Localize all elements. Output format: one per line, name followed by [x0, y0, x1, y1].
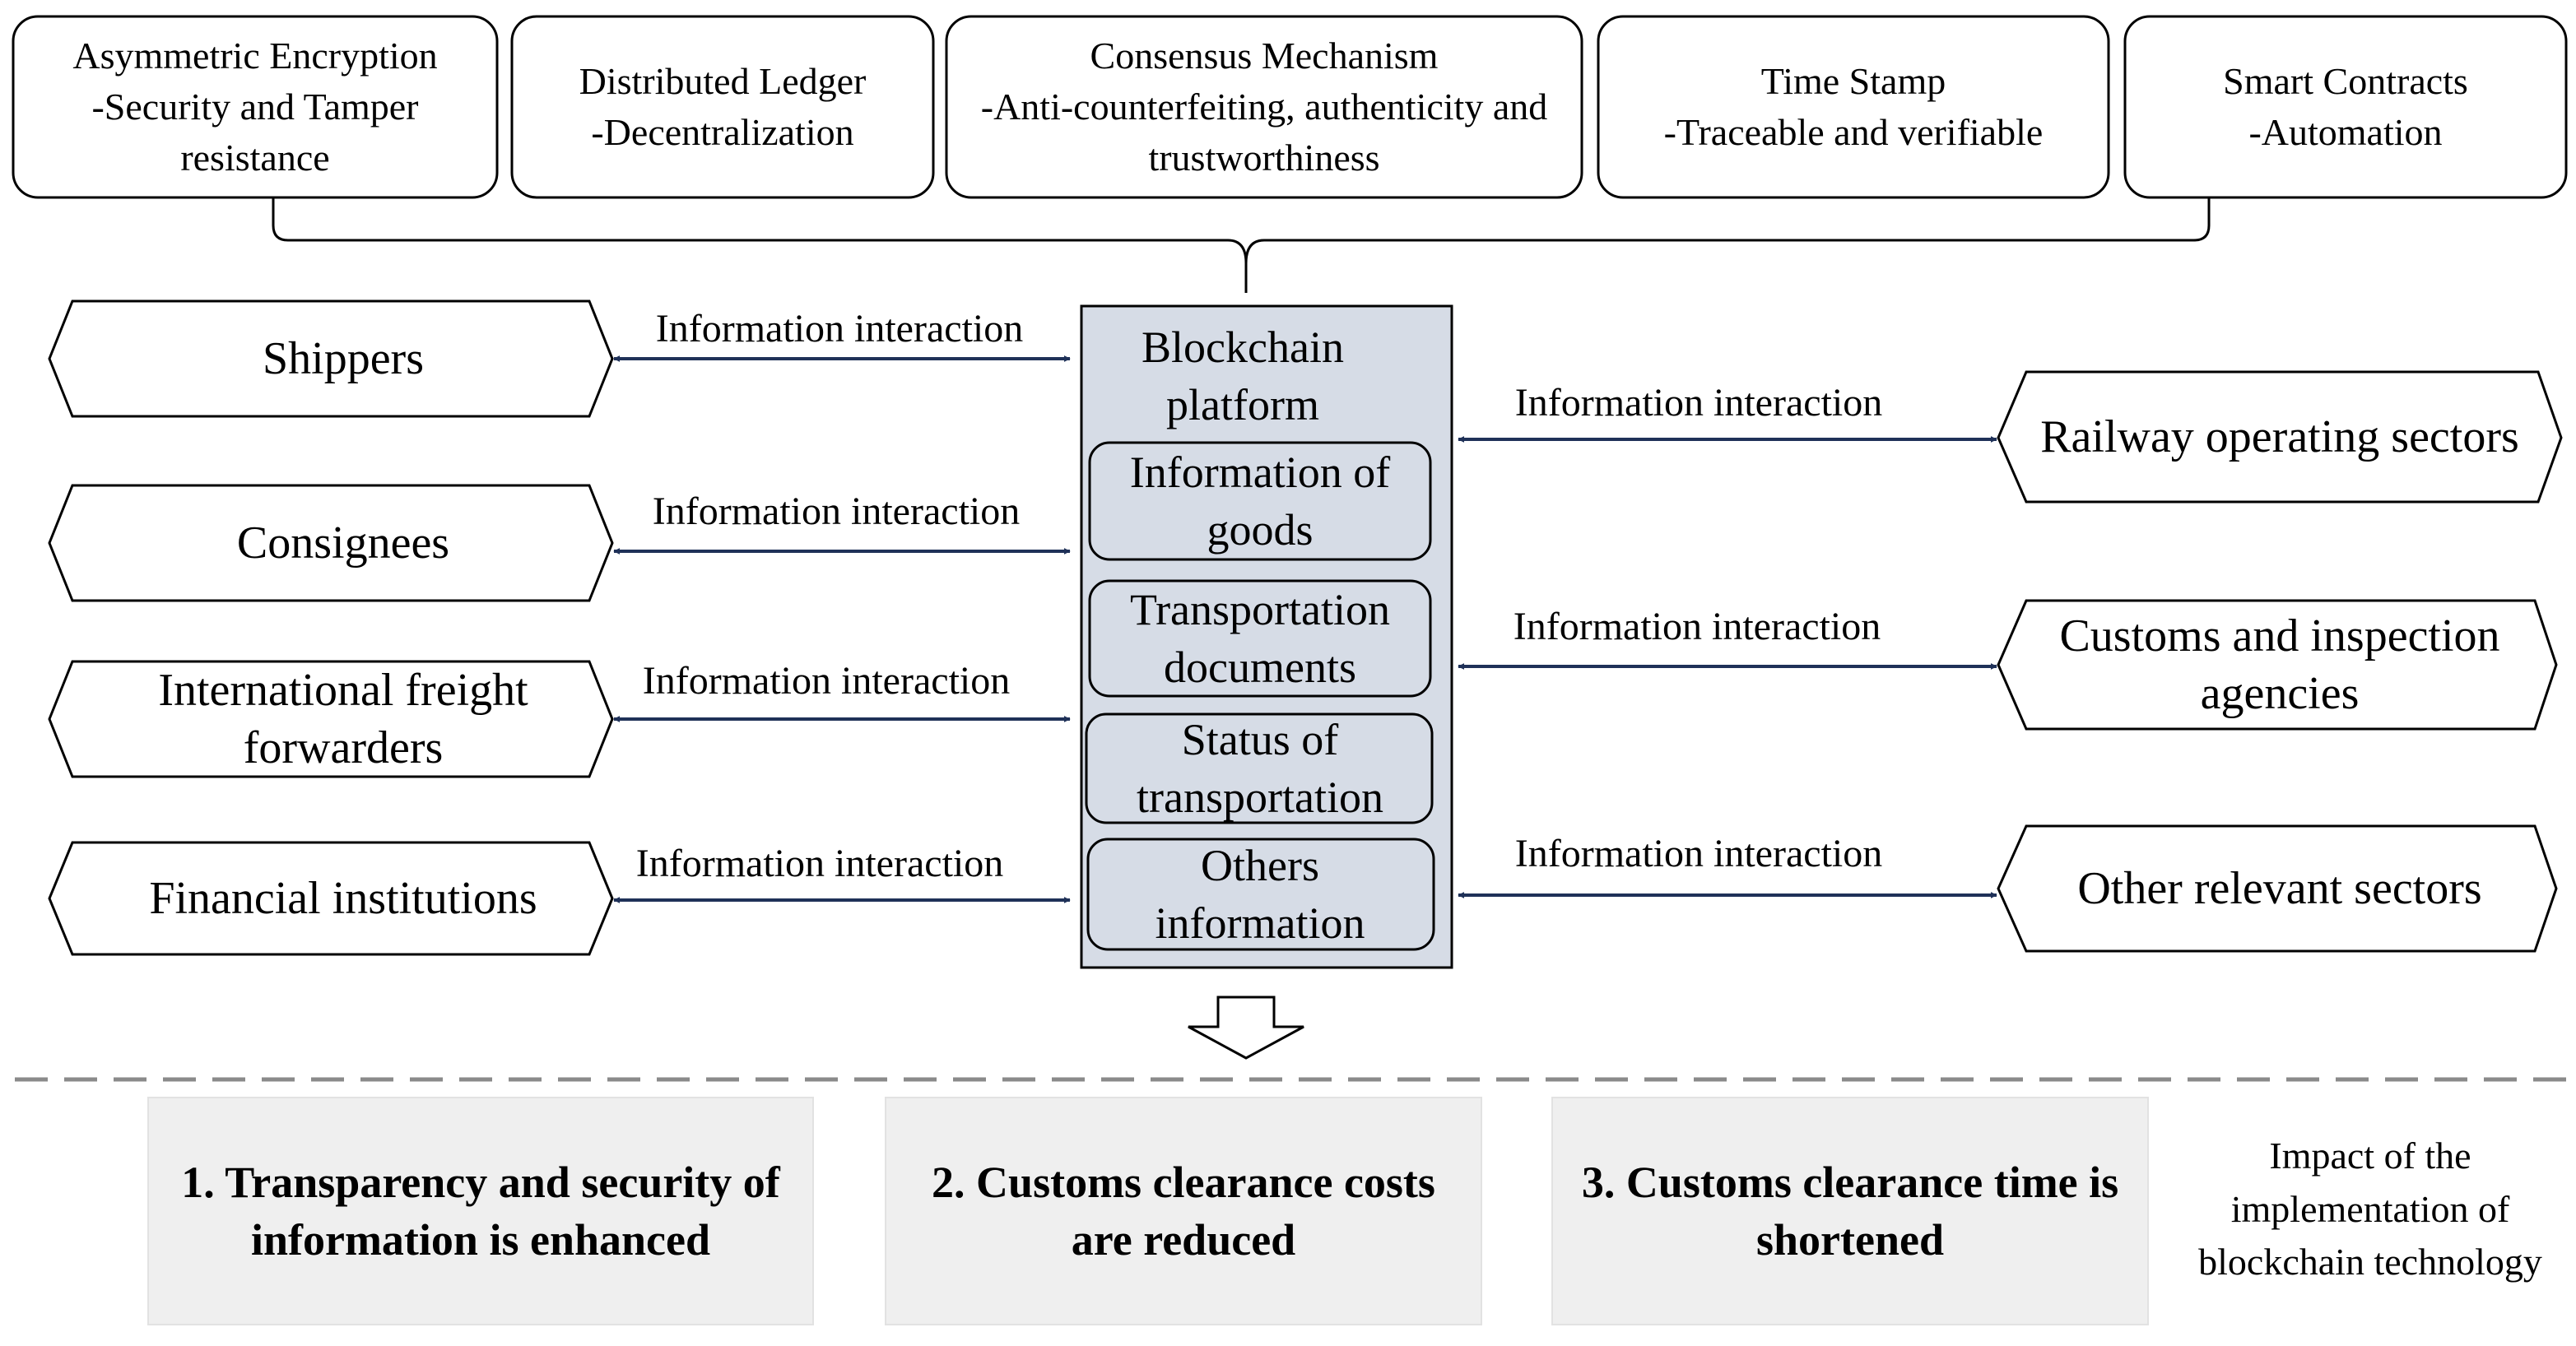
party-customs-and-inspection-agencies: Customs and inspection agencies	[2059, 610, 2500, 719]
impact-box-2	[885, 1097, 1482, 1325]
feature-box-time-stamp	[1597, 15, 2110, 199]
platform-item-documents: Transportation documents	[1129, 584, 1390, 692]
interaction-label-shippers: Information interaction	[655, 307, 1024, 351]
feature-desc: -Security and Tamper resistance	[91, 85, 419, 179]
feature-consensus-mechanism: Consensus Mechanism -Anti-counterfeiting,…	[960, 25, 1569, 189]
feature-desc: -Anti-counterfeiting, authenticity and t…	[980, 85, 1548, 179]
feature-distributed-ledger: Distributed Ledger -Decentralization	[527, 25, 918, 189]
impact-caption: Impact of the implementation of blockcha…	[2198, 1135, 2542, 1283]
platform-item-others: Others information	[1155, 840, 1365, 948]
interaction-label-railway: Information interaction	[1514, 381, 1883, 425]
platform-title: Blockchain platform	[1142, 322, 1344, 429]
platform-item-status: Status of transportation	[1137, 714, 1383, 822]
party-international-freight-forwarders: International freight forwarders	[158, 665, 528, 773]
party-hex-forwarders	[48, 660, 614, 778]
platform-item-box-others	[1086, 838, 1435, 951]
feature-title: Asymmetric Encryption	[72, 34, 438, 77]
impact-transparency-security: 1. Transparency and security of informat…	[181, 1157, 780, 1265]
feature-title: Consensus Mechanism	[1090, 34, 1439, 77]
party-hex-consignees	[48, 484, 614, 602]
party-financial-institutions: Financial institutions	[149, 873, 537, 924]
party-other-relevant-sectors: Other relevant sectors	[2077, 863, 2482, 914]
party-hex-railway	[1997, 370, 2563, 504]
feature-desc: -Traceable and verifiable	[1663, 111, 2044, 153]
platform-item-goods: Information of goods	[1129, 447, 1391, 555]
down-arrow-icon	[1188, 996, 1304, 1060]
platform-item-box-status	[1085, 712, 1434, 824]
feature-box-distributed-ledger	[510, 15, 935, 199]
feature-time-stamp: Time Stamp -Traceable and verifiable	[1611, 25, 2095, 189]
party-hex-shippers	[48, 299, 614, 418]
platform-item-box-documents	[1088, 579, 1432, 698]
interaction-label-financial: Information interaction	[635, 842, 1004, 886]
feature-desc: -Automation	[2248, 111, 2443, 153]
impact-time-shortened: 3. Customs clearance time is shortened	[1581, 1157, 2119, 1265]
feature-title: Smart Contracts	[2223, 59, 2468, 102]
feature-desc: -Decentralization	[591, 111, 854, 153]
impact-box-1	[147, 1097, 814, 1325]
party-hex-financial	[48, 841, 614, 956]
feature-smart-contracts: Smart Contracts -Automation	[2140, 25, 2551, 189]
interaction-label-consignees: Information interaction	[652, 490, 1021, 534]
feature-boxes	[12, 15, 2568, 199]
feature-box-consensus-mechanism	[945, 15, 1583, 199]
interaction-label-forwarders: Information interaction	[642, 659, 1011, 703]
feature-asymmetric-encryption: Asymmetric Encryption -Security and Tampe…	[28, 25, 482, 189]
impact-box-3	[1551, 1097, 2149, 1325]
feature-box-asymmetric-encryption	[12, 15, 499, 199]
feature-title: Distributed Ledger	[579, 59, 867, 102]
party-railway-operating-sectors: Railway operating sectors	[2040, 411, 2519, 462]
party-hex-customs	[1997, 599, 2558, 731]
platform-item-box-goods	[1088, 441, 1432, 561]
interaction-label-other-sectors: Information interaction	[1514, 832, 1883, 876]
party-shippers: Shippers	[263, 333, 424, 384]
party-consignees: Consignees	[236, 518, 450, 569]
feature-box-smart-contracts	[2123, 15, 2568, 199]
feature-bracket	[272, 197, 2211, 293]
feature-title: Time Stamp	[1760, 59, 1946, 102]
impact-costs-reduced: 2. Customs clearance costs are reduced	[932, 1157, 1435, 1265]
interaction-label-customs: Information interaction	[1513, 605, 1881, 649]
party-hex-other-sectors	[1997, 824, 2558, 953]
